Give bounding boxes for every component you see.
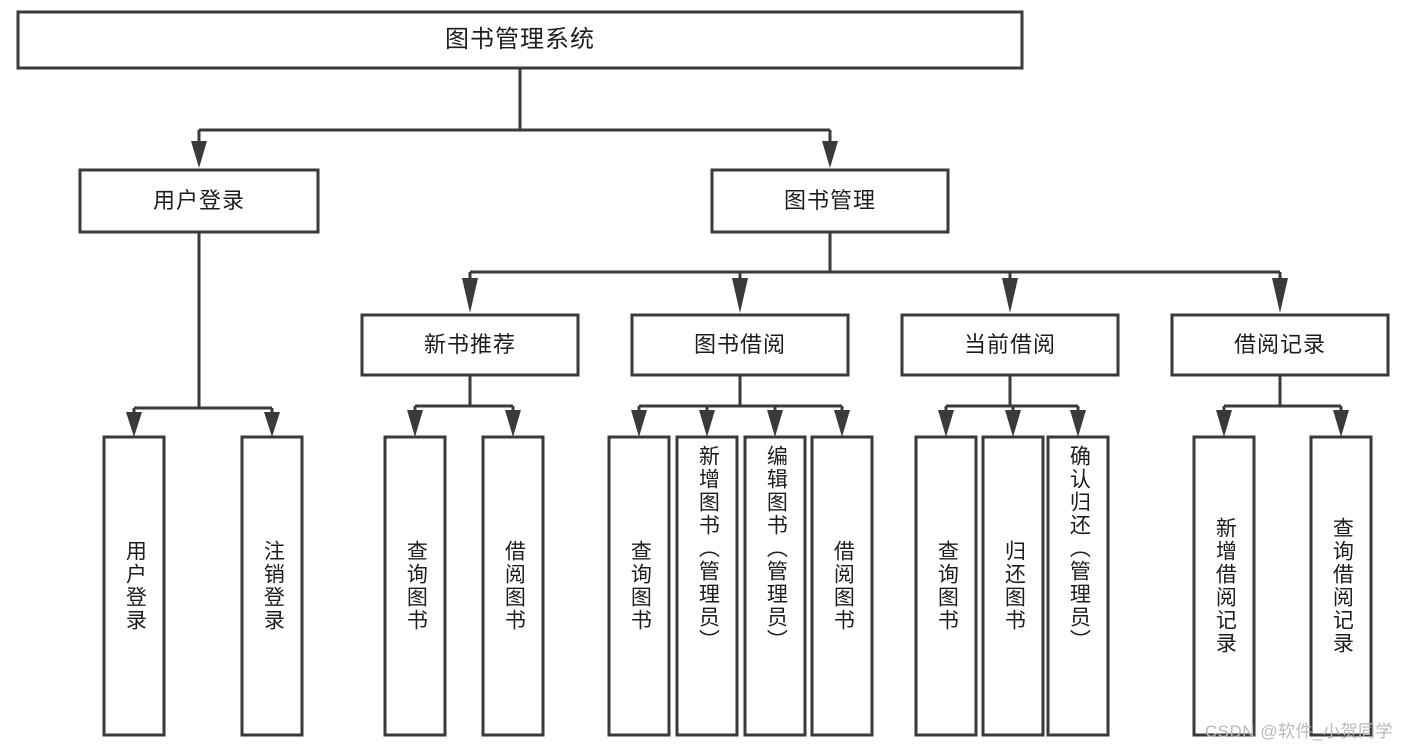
arrow-borrow-record-leaf-2 — [1333, 410, 1349, 437]
arrow-book-mgmt-to-book-borrow — [732, 278, 748, 313]
arrow-book-borrow-leaf-4 — [834, 410, 850, 437]
connector-book-borrow-bus — [637, 375, 844, 412]
arrow-user-login-leaf-1 — [126, 412, 142, 437]
node-book-borrow-box[interactable] — [630, 313, 850, 377]
connector-new-book-bus — [413, 375, 515, 412]
leaf-box-book-borrow-1[interactable] — [607, 435, 671, 737]
node-user-login-box[interactable] — [78, 168, 320, 234]
watermark-text: CSDN @软件_小贺同学 — [1204, 722, 1393, 741]
arrow-book-borrow-leaf-3 — [767, 410, 783, 437]
node-book-mgmt-box[interactable] — [710, 168, 950, 234]
connector-book-mgmt-bus — [468, 232, 1282, 280]
arrow-book-mgmt-to-new-book — [462, 278, 478, 313]
arrow-book-borrow-leaf-1 — [631, 410, 647, 437]
arrow-root-to-book-mgmt — [822, 141, 838, 168]
arrow-current-borrow-leaf-3 — [1070, 410, 1086, 437]
arrow-current-borrow-leaf-2 — [1005, 410, 1021, 437]
leaf-box-book-borrow-4[interactable] — [810, 435, 874, 737]
leaf-box-borrow-record-2[interactable] — [1309, 435, 1373, 737]
connector-current-borrow-bus — [944, 375, 1080, 412]
leaf-box-user-login-2[interactable] — [240, 435, 304, 737]
arrow-user-login-leaf-2 — [264, 412, 280, 437]
node-current-borrow-box[interactable] — [900, 313, 1120, 377]
arrow-book-borrow-leaf-2 — [699, 410, 715, 437]
arrow-new-book-leaf-1 — [407, 410, 423, 437]
connector-root-bus — [197, 68, 832, 143]
arrow-new-book-leaf-2 — [505, 410, 521, 437]
leaf-box-book-borrow-2[interactable] — [675, 435, 739, 737]
leaf-box-current-borrow-3[interactable] — [1046, 435, 1110, 737]
arrow-current-borrow-leaf-1 — [938, 410, 954, 437]
node-borrow-record-box[interactable] — [1170, 313, 1390, 377]
node-root-box[interactable] — [16, 10, 1024, 70]
leaf-box-book-borrow-3[interactable] — [743, 435, 807, 737]
arrow-borrow-record-leaf-1 — [1216, 410, 1232, 437]
leaf-box-current-borrow-1[interactable] — [914, 435, 978, 737]
node-new-book-box[interactable] — [360, 313, 580, 377]
leaf-box-current-borrow-2[interactable] — [981, 435, 1045, 737]
leaf-box-borrow-record-1[interactable] — [1192, 435, 1256, 737]
arrow-book-mgmt-to-borrow-record — [1272, 278, 1288, 313]
leaf-box-new-book-1[interactable] — [383, 435, 447, 737]
arrow-book-mgmt-to-current-borrow — [1002, 278, 1018, 313]
connector-user-login-bus — [132, 232, 274, 414]
leaf-box-new-book-2[interactable] — [481, 435, 545, 737]
connector-borrow-record-bus — [1222, 375, 1343, 412]
leaf-box-user-login-1[interactable] — [102, 435, 166, 737]
arrow-root-to-user-login — [191, 141, 207, 168]
